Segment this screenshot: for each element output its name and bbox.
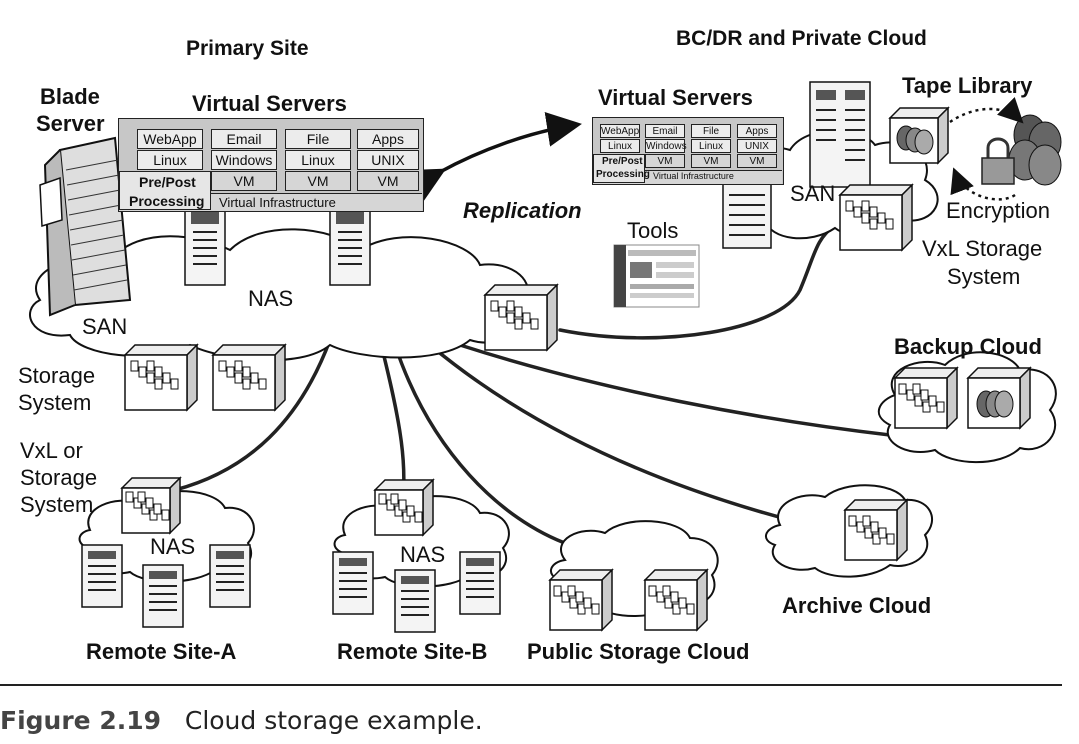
bcdr-vs-infra-label: Virtual Infrastructure — [653, 171, 734, 181]
tape-library-graphic — [888, 106, 950, 165]
primary-vs-windows: Windows — [211, 150, 277, 170]
vxl-storage-2: Storage — [20, 465, 98, 490]
bcdr-vs-unix: UNIX — [737, 139, 777, 153]
figure-caption: Figure 2.19 Cloud storage example. — [0, 706, 483, 735]
encryption-label: Encryption — [946, 198, 1050, 223]
bcdr-vs-linux-2: Linux — [691, 139, 731, 153]
primary-vs-email: Email — [211, 129, 277, 149]
primary-vs-infra-label: Virtual Infrastructure — [219, 195, 336, 210]
bcdr-virtual-servers-panel: WebApp Linux Email Windows VM File Linux… — [592, 117, 784, 185]
primary-vs-unix: UNIX — [357, 150, 419, 170]
primary-vs-file: File — [285, 129, 351, 149]
primary-vs-linux-1: Linux — [137, 150, 203, 170]
network-links — [173, 223, 892, 547]
storage-cube-public-1 — [548, 568, 614, 632]
tape-library-label: Tape Library — [902, 73, 1033, 98]
remote-a-server-3 — [209, 544, 251, 608]
primary-vs-vm-1: VM — [211, 171, 277, 191]
link-bcdr — [558, 223, 837, 340]
storage-cube-2 — [211, 343, 287, 412]
blade-server-graphic — [39, 136, 132, 317]
storage-cube-backup — [893, 366, 959, 430]
bcdr-vs-webapp: WebApp — [600, 124, 640, 138]
remote-a-server-1 — [81, 544, 123, 608]
primary-prepost-line2: Processing — [129, 193, 205, 209]
blade-label-2: Server — [36, 111, 105, 136]
primary-vs-vm-3: VM — [357, 171, 419, 191]
bcdr-vs-apps: Apps — [737, 124, 777, 138]
primary-prepost-line1: Pre/Post — [139, 174, 196, 190]
link-public — [393, 343, 572, 547]
primary-virtual-servers-panel: WebApp Linux Email Windows VM File Linux… — [118, 118, 424, 212]
bcdr-prepost-line1: Pre/Post — [602, 156, 643, 167]
primary-vs-title: Virtual Servers — [192, 91, 347, 116]
storage-cube-public-2 — [643, 568, 709, 632]
primary-san-label: SAN — [82, 314, 128, 339]
storage-cube-remote-a — [120, 476, 182, 535]
primary-tower-2 — [329, 204, 371, 286]
remote-b-server-2 — [394, 569, 436, 633]
primary-vs-vm-2: VM — [285, 171, 351, 191]
bcdr-vs-title: Virtual Servers — [598, 85, 753, 110]
storage-cube-1 — [123, 343, 199, 412]
remote-a-server-2 — [142, 564, 184, 628]
storage-cube-remote-b — [373, 478, 435, 537]
blade-label-1: Blade — [40, 84, 100, 109]
figure-caption-text: Cloud storage example. — [184, 706, 483, 735]
replication-arrow — [407, 112, 582, 201]
storage-cube-bcdr — [838, 183, 914, 252]
primary-vs-webapp: WebApp — [137, 129, 203, 149]
vxl-storage-3: System — [20, 492, 94, 517]
storage-cube-primary-right — [483, 283, 559, 352]
remote-b-server-1 — [332, 551, 374, 615]
bcdr-vs-vm-2: VM — [691, 154, 731, 168]
storage-system-1: Storage — [18, 363, 96, 388]
lock-icon — [981, 137, 1015, 185]
storage-system-2: System — [18, 390, 92, 415]
bcdr-tower-1 — [722, 177, 772, 249]
remote-b-server-3 — [459, 551, 501, 615]
primary-vs-linux-2: Linux — [285, 150, 351, 170]
tape-dotted-arrow-back — [950, 167, 1016, 201]
bcdr-prepost-box — [593, 154, 645, 183]
backup-cloud-label: Backup Cloud — [894, 334, 1042, 359]
archive-cloud-label: Archive Cloud — [782, 593, 932, 618]
remote-a-nas-label: NAS — [150, 534, 196, 559]
bcdr-vs-vm-1: VM — [645, 154, 685, 168]
bcdr-vs-email: Email — [645, 124, 685, 138]
bcdr-title: BC/DR and Private Cloud — [676, 27, 927, 50]
bcdr-vs-vm-3: VM — [737, 154, 777, 168]
link-remote-a — [173, 338, 332, 492]
bcdr-prepost-line2: Processing — [596, 169, 650, 180]
primary-tower-1 — [184, 204, 226, 286]
tools-screenshot — [613, 244, 700, 308]
bcdr-vxl-2: System — [947, 264, 1021, 289]
tape-cube-backup — [966, 366, 1032, 430]
tape-dotted-arrow-out — [949, 97, 1024, 124]
public-cloud-label: Public Storage Cloud — [527, 639, 750, 664]
primary-site-title: Primary Site — [186, 37, 309, 60]
remote-b-nas-label: NAS — [400, 542, 446, 567]
primary-vs-apps: Apps — [357, 129, 419, 149]
storage-cube-archive — [843, 498, 909, 562]
remote-b-label: Remote Site-B — [337, 639, 488, 664]
replication-label: Replication — [463, 198, 582, 223]
offsite-tapes-graphic — [1008, 114, 1062, 186]
bcdr-vs-windows: Windows — [645, 139, 687, 153]
bcdr-vs-file: File — [691, 124, 731, 138]
bcdr-san-label: SAN — [790, 181, 836, 206]
link-backup — [458, 343, 892, 437]
primary-prepost-box — [119, 171, 211, 210]
link-archive — [428, 343, 792, 522]
primary-nas-label: NAS — [248, 286, 294, 311]
tools-label: Tools — [627, 218, 679, 243]
bcdr-rack — [809, 81, 871, 188]
vxl-storage-1: VxL or — [20, 438, 83, 463]
bcdr-vs-linux-1: Linux — [600, 139, 640, 153]
figure-number: Figure 2.19 — [0, 706, 162, 735]
remote-a-label: Remote Site-A — [86, 639, 237, 664]
bcdr-vxl-1: VxL Storage — [922, 236, 1043, 261]
